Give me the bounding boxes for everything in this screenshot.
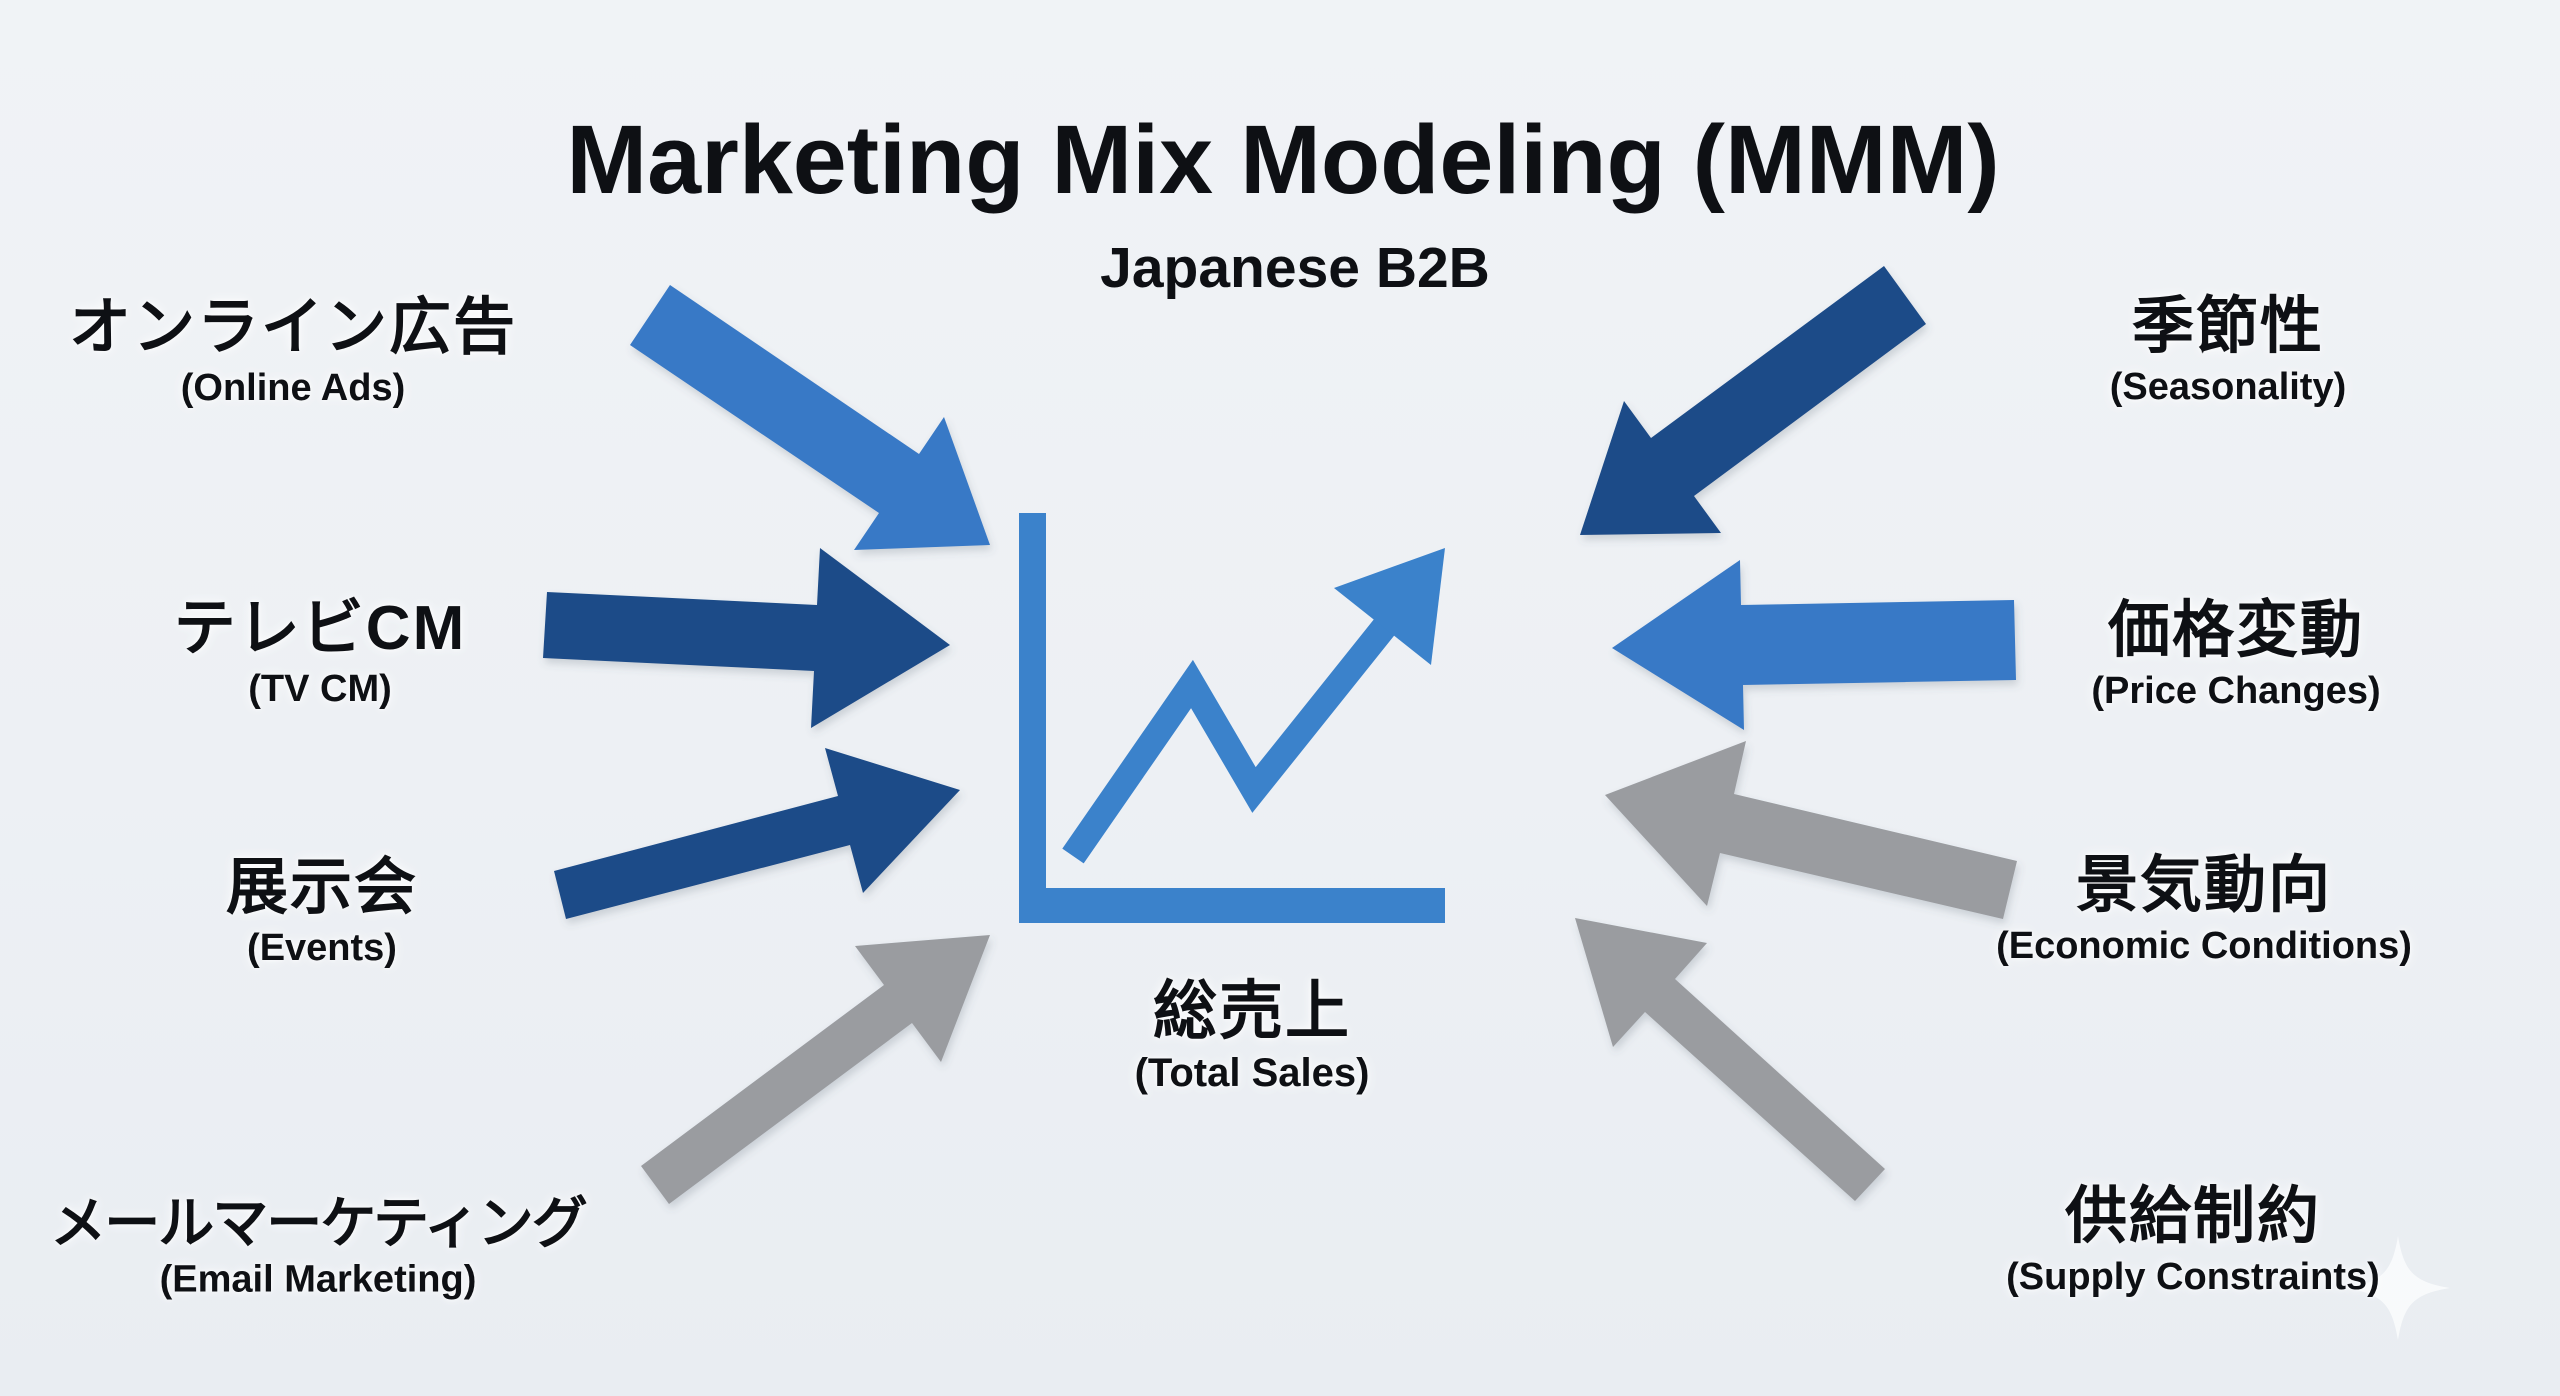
factor-events-jp: 展示会 <box>225 853 419 923</box>
email-marketing-arrow-icon <box>641 935 990 1204</box>
factor-supply-constraints-en: (Supply Constraints) <box>2006 1255 2380 1298</box>
online-ads-arrow-icon <box>630 285 990 550</box>
supply-constraints-arrow-icon <box>1575 918 1885 1201</box>
sparkle-icon <box>2346 1236 2450 1340</box>
factor-events: 展示会 (Events) <box>225 853 419 969</box>
factor-online-ads-en: (Online Ads) <box>180 366 406 409</box>
chart-y-axis <box>1019 513 1046 923</box>
seasonality-arrow-icon <box>1580 266 1926 535</box>
factor-tv-cm-jp: テレビCM <box>173 594 467 664</box>
factor-email-marketing-jp: メールマーケティング <box>50 1191 588 1255</box>
factor-price-changes-en: (Price Changes) <box>2091 669 2381 712</box>
chart-trend-arrowhead <box>1334 548 1445 665</box>
factor-price-changes: 価格変動 (Price Changes) <box>2091 596 2381 712</box>
factor-tv-cm-en: (TV CM) <box>248 667 392 710</box>
page-title: Marketing Mix Modeling (MMM) <box>566 105 2000 214</box>
factor-supply-constraints-jp: 供給制約 <box>2064 1182 2321 1252</box>
center-metric-jp: 総売上 <box>1153 974 1351 1047</box>
events-arrow-icon <box>554 748 960 919</box>
factor-economic-conditions-en: (Economic Conditions) <box>1996 924 2412 967</box>
factor-price-changes-jp: 価格変動 <box>2107 596 2364 666</box>
factor-events-en: (Events) <box>247 926 397 969</box>
price-changes-arrow-icon <box>1612 560 2016 730</box>
factor-tv-cm: テレビCM (TV CM) <box>173 594 467 710</box>
factor-seasonality: 季節性 (Seasonality) <box>2109 292 2347 408</box>
page-subtitle: Japanese B2B <box>1100 236 1490 300</box>
chart-trend-line <box>1062 611 1401 864</box>
factor-economic-conditions-jp: 景気動向 <box>2075 851 2332 921</box>
factor-email-marketing-en: (Email Marketing) <box>159 1258 477 1301</box>
factor-supply-constraints: 供給制約 (Supply Constraints) <box>2006 1182 2380 1298</box>
center-metric: 総売上 (Total Sales) <box>1134 974 1370 1095</box>
economic-conditions-arrow-icon <box>1605 741 2017 919</box>
factor-email-marketing: メールマーケティング (Email Marketing) <box>50 1191 588 1301</box>
chart-x-axis <box>1019 888 1445 923</box>
center-metric-en: (Total Sales) <box>1134 1050 1370 1095</box>
tv-cm-arrow-icon <box>543 548 950 728</box>
factor-seasonality-en: (Seasonality) <box>2109 365 2347 408</box>
trend-line-chart-icon <box>1019 513 1445 923</box>
factor-online-ads-jp: オンライン広告 <box>68 293 518 363</box>
factor-online-ads: オンライン広告 (Online Ads) <box>68 293 518 409</box>
factor-seasonality-jp: 季節性 <box>2131 292 2324 362</box>
factor-economic-conditions: 景気動向 (Economic Conditions) <box>1996 851 2412 967</box>
